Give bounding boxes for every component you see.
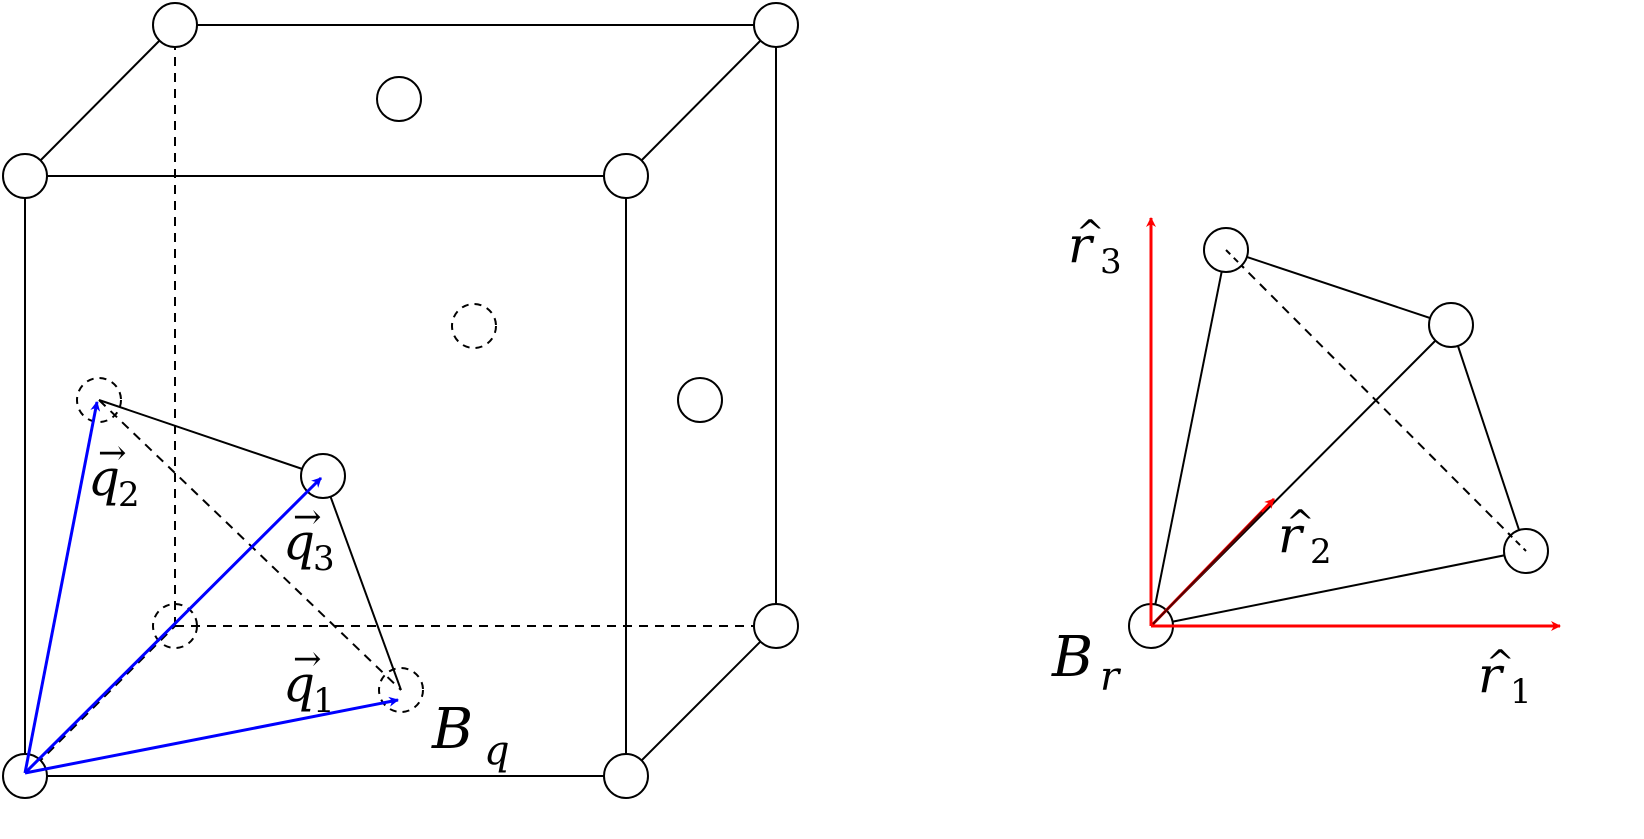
q-basis-tetrahedron: [98, 399, 402, 691]
tetra-edge-hidden: [1507, 532, 1527, 552]
tetra-edge-hidden: [98, 399, 402, 691]
q3-label-sub: 3: [313, 539, 335, 579]
tetra-edge: [322, 475, 402, 691]
q1-vector: [24, 696, 399, 775]
atom-icon: [603, 753, 649, 799]
Br-label: B r: [1051, 625, 1122, 700]
hidden-atom-icon: [378, 667, 424, 713]
q2-vector: [23, 401, 101, 774]
vec-accent: →: [98, 433, 127, 473]
cell-edge: [625, 24, 777, 177]
r-basis-tetrahedron: [1150, 249, 1527, 627]
r1-label: ^ r 1: [1478, 643, 1532, 712]
r2-label-sub: 2: [1310, 532, 1332, 572]
cell-edge: [625, 625, 777, 777]
tetra-edge: [1150, 249, 1227, 627]
hat-accent: ^: [1076, 213, 1105, 253]
tetra-edge: [98, 399, 324, 477]
r2-label: ^ r 2: [1278, 503, 1332, 572]
Br-label-base: B: [1051, 625, 1093, 690]
atom-icon: [753, 2, 799, 48]
q1-label-base: q: [283, 655, 315, 713]
r3-label-base: r: [1068, 216, 1095, 274]
r3-label: ^ r 3: [1068, 213, 1122, 282]
atom-icon: [603, 153, 649, 199]
Br-label-sub: r: [1100, 654, 1122, 700]
atom-icon: [152, 2, 198, 48]
cell-hidden-edge: [24, 625, 176, 777]
q2-label: → q 2: [88, 433, 140, 515]
atom-icon: [376, 76, 422, 122]
atom-icon: [753, 603, 799, 649]
r3-label-sub: 3: [1100, 242, 1122, 282]
q3-label-base: q: [283, 513, 315, 571]
r2-axis-shaft: [1152, 511, 1263, 625]
atom-icon: [1428, 302, 1474, 348]
r1-label-base: r: [1478, 646, 1505, 704]
unit-cell: [24, 24, 777, 777]
hat-accent: ^: [1286, 503, 1315, 543]
hidden-atom-icon: [76, 377, 122, 423]
unit-cell-hidden-edges: [24, 25, 776, 777]
cell-edge: [24, 24, 176, 177]
q2-label-base: q: [88, 449, 120, 507]
r1-label-sub: 1: [1510, 672, 1532, 712]
q3-vector: [23, 476, 323, 775]
cell-atoms: [2, 2, 799, 799]
hat-accent: ^: [1486, 643, 1515, 683]
tetra-edge: [1150, 550, 1527, 627]
hidden-atom-icon: [152, 603, 198, 649]
q1-label: → q 1: [283, 639, 335, 721]
hidden-atom-icon: [451, 303, 497, 349]
q2-label-sub: 2: [118, 475, 140, 515]
tetra-edge: [1450, 324, 1527, 552]
Bq-label: B q: [431, 697, 510, 774]
atom-icon: [2, 753, 48, 799]
vec-accent: →: [293, 497, 322, 537]
q-vectors: [23, 401, 399, 775]
tetra-edge-hidden: [1225, 249, 1527, 552]
q3-label: → q 3: [283, 497, 335, 579]
atom-icon: [677, 377, 723, 423]
tetra-edge-hidden: [1225, 249, 1245, 269]
Bq-label-sub: q: [484, 728, 510, 774]
atom-icon: [2, 153, 48, 199]
Bq-label-base: B: [431, 697, 473, 762]
cell-hidden-atoms: [76, 303, 497, 713]
r2-label-base: r: [1278, 506, 1305, 564]
tetra-edge: [1225, 249, 1452, 326]
q1-label-sub: 1: [313, 681, 335, 721]
vec-accent: →: [293, 639, 322, 679]
